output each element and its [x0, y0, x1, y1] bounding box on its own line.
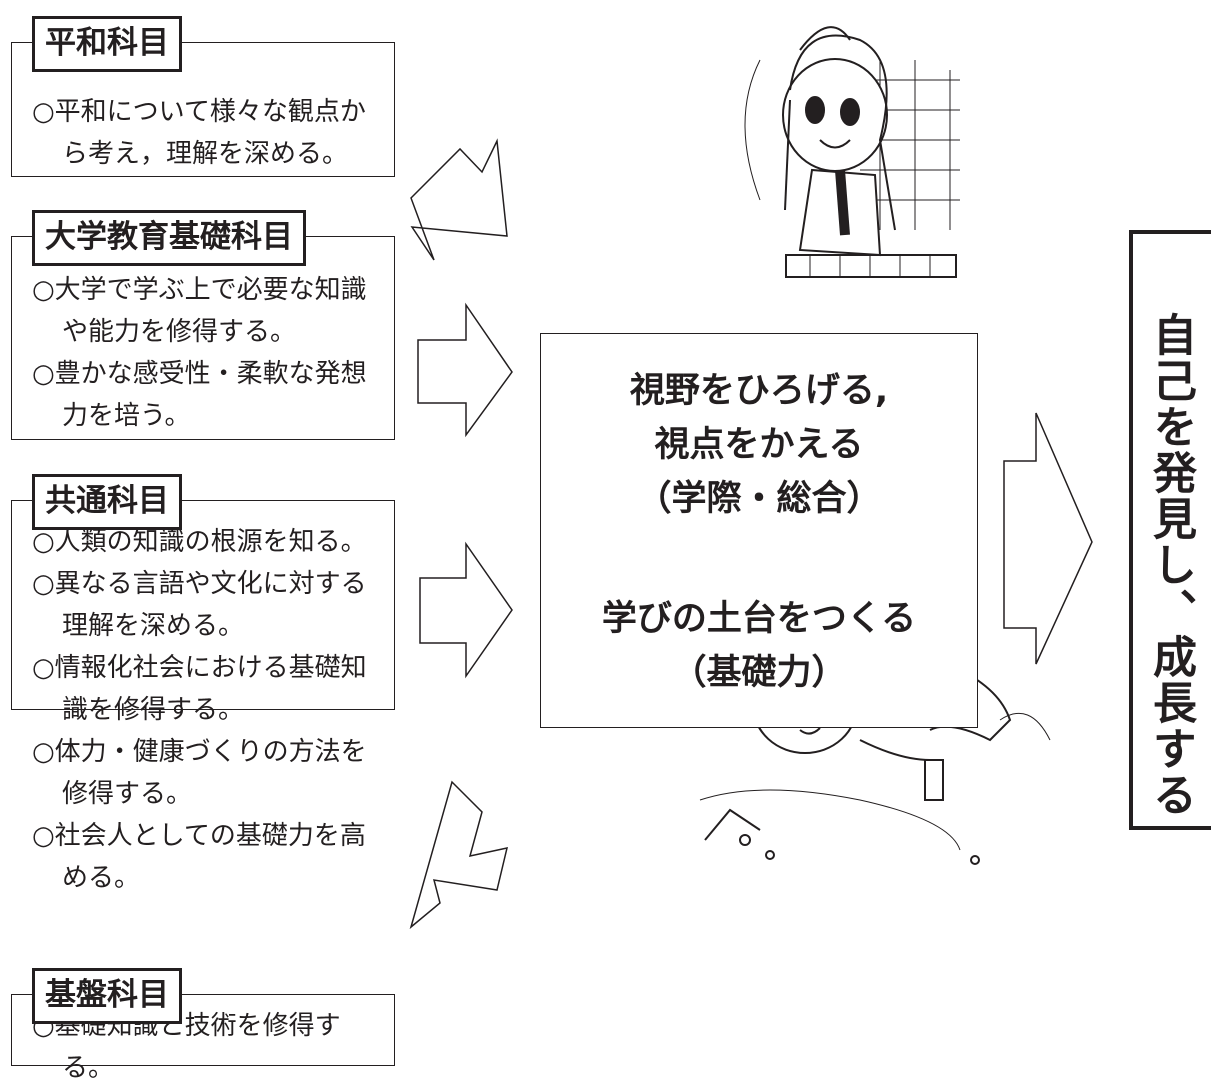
- category-box-common: ○人類の知識の根源を知る。 ○異なる言語や文化に対する理解を深める。 ○情報化社…: [11, 500, 395, 893]
- arrow-common: [419, 541, 513, 679]
- category-title-foundation: 基盤科目: [32, 968, 182, 1024]
- list-item: ○平和について様々な観点から考え，理解を深める。: [32, 97, 366, 169]
- category-items: ○大学で学ぶ上で必要な知識や能力を修得する。 ○豊かな感受性・柔軟な発想力を培う…: [32, 269, 386, 437]
- list-item: ○豊かな感受性・柔軟な発想力を培う。: [32, 359, 367, 431]
- list-item: ○異なる言語や文化に対する理解を深める。: [32, 569, 367, 641]
- arrow-university-basic: [417, 302, 513, 438]
- list-item: ○大学で学ぶ上で必要な知識や能力を修得する。: [32, 275, 367, 347]
- arrow-peace: [410, 138, 508, 261]
- center-line-3: （学際・総合）: [636, 479, 882, 519]
- girl-illustration: [744, 26, 960, 278]
- arrow-foundation: [409, 780, 509, 930]
- category-title-common: 共通科目: [32, 474, 182, 530]
- center-summary-box: 視野をひろげる, 視点をかえる （学際・総合） 学びの土台をつくる （基礎力）: [540, 333, 978, 728]
- center-line-1: 視野をひろげる,: [629, 371, 889, 411]
- category-title-university-basic: 大学教育基礎科目: [32, 210, 306, 266]
- category-title-peace: 平和科目: [32, 16, 182, 72]
- category-box-foundation: ○基礎知識と技術を修得する。: [11, 994, 395, 1083]
- category-items: ○平和について様々な観点から考え，理解を深める。: [32, 91, 386, 175]
- list-item: ○社会人としての基礎力を高める。: [32, 821, 366, 893]
- category-items: ○人類の知識の根源を知る。 ○異なる言語や文化に対する理解を深める。 ○情報化社…: [32, 521, 386, 899]
- result-box: [1129, 230, 1211, 830]
- center-line-2: 視点をかえる: [654, 425, 864, 465]
- list-item: ○体力・健康づくりの方法を修得する。: [32, 737, 367, 809]
- center-line-5: （基礎力）: [671, 653, 847, 693]
- arrow-result: [1003, 412, 1093, 665]
- list-item: ○情報化社会における基礎知識を修得する。: [32, 653, 367, 725]
- list-item: ○人類の知識の根源を知る。: [32, 527, 367, 557]
- result-text: 自己を発見し、成長する: [1145, 312, 1196, 818]
- category-box-university-basic: ○大学で学ぶ上で必要な知識や能力を修得する。 ○豊かな感受性・柔軟な発想力を培う…: [11, 236, 395, 440]
- center-line-4: 学びの土台をつくる: [601, 599, 917, 639]
